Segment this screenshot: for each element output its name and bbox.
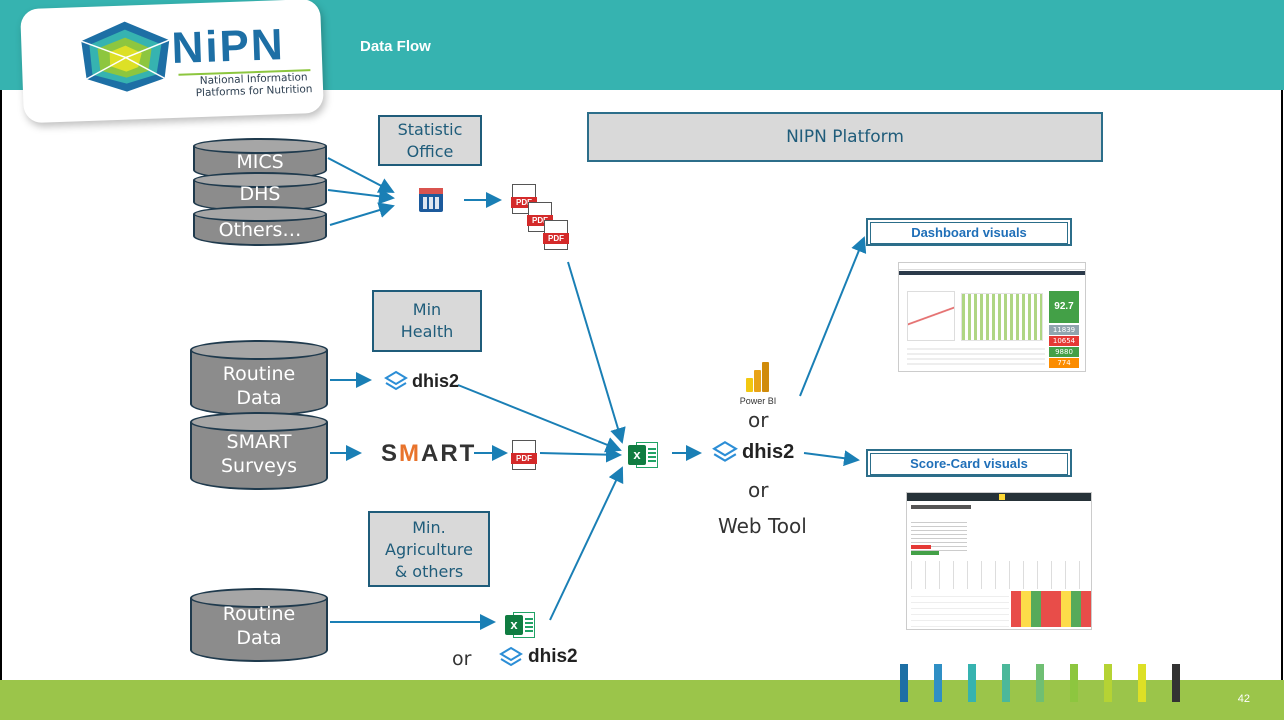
stripe-3	[968, 664, 976, 702]
dashboard-visuals-box: Dashboard visuals	[866, 218, 1072, 246]
stripe-2	[934, 664, 942, 702]
stripe-7	[1104, 664, 1112, 702]
smart-logo: SMART	[381, 440, 477, 467]
nipn-logo: NiPN National Information Platforms for …	[20, 0, 324, 124]
dhis2-icon	[499, 646, 523, 667]
db-mics-label: MICS	[236, 151, 284, 173]
box-statistic-office: Statistic Office	[378, 115, 482, 166]
powerbi-icon: Power BI	[735, 354, 781, 406]
db-others-label: Others…	[218, 219, 302, 241]
web-tool-label: Web Tool	[718, 514, 807, 538]
or-label-1: or	[748, 408, 769, 432]
arrow-agri-excel	[549, 466, 624, 621]
arrow-pdf-excel-2	[539, 446, 622, 463]
arrow-dhis2-excel	[457, 384, 622, 453]
pdf-icon-smart: PDF	[511, 440, 537, 470]
dhis2-logo-platform: dhis2	[712, 440, 794, 464]
dashboard-value-4: 774	[1049, 358, 1079, 368]
stripe-8	[1138, 664, 1146, 702]
or-label-2: or	[748, 478, 769, 502]
db-routine-data-agriculture: Routine Data	[190, 588, 328, 662]
stripe-6	[1070, 664, 1078, 702]
db-dhs-label: DHS	[239, 183, 281, 205]
scorecard-thumbnail	[906, 492, 1092, 630]
db-routine2-label: Routine Data	[222, 603, 296, 649]
db-smart-label: SMART Surveys	[221, 431, 297, 477]
arrow-pdf-excel	[567, 261, 626, 444]
dhis2-text: dhis2	[742, 440, 795, 463]
scorecard-visuals-box: Score-Card visuals	[866, 449, 1072, 477]
slide-title: Data Flow	[360, 38, 431, 55]
arrow-dhis2-scorecard	[803, 450, 860, 467]
arrow-others-stata	[329, 202, 395, 226]
dhis2-text: dhis2	[412, 370, 460, 391]
db-routine-data-health: Routine Data	[190, 340, 328, 416]
dashboard-value-1: 11839	[1049, 325, 1079, 335]
db-others: Others…	[193, 206, 327, 246]
stripe-5	[1036, 664, 1044, 702]
or-label-bottom: or	[452, 648, 472, 670]
arrow-dhs-stata	[327, 188, 395, 205]
db-smart-surveys: SMART Surveys	[190, 412, 328, 490]
dashboard-value-3: 9880	[1049, 347, 1079, 357]
dashboard-thumbnail: 92.7 11839 10654 9880 774	[898, 262, 1086, 372]
dashboard-kpi: 92.7	[1049, 291, 1079, 323]
db-routine-label: Routine Data	[222, 363, 296, 409]
excel-icon-central: x	[628, 440, 658, 470]
dhis2-text: dhis2	[528, 646, 578, 667]
stripe-1	[900, 664, 908, 702]
dhis2-logo-health: dhis2	[384, 370, 459, 392]
stata-icon	[419, 188, 443, 212]
box-min-agriculture: Min. Agriculture & others	[368, 511, 490, 587]
box-min-health: Min Health	[372, 290, 482, 352]
footer-bar	[0, 680, 1284, 720]
right-frame-line	[1281, 90, 1283, 680]
dhis2-logo-agriculture: dhis2	[498, 646, 578, 668]
nipn-logo-mark-icon	[80, 21, 170, 92]
pdf-icon-3: PDF	[543, 220, 569, 250]
db-dhs: DHS	[193, 172, 327, 212]
stripe-9	[1172, 664, 1180, 702]
arrow-powerbi-dashboard	[799, 236, 867, 397]
dashboard-value-2: 10654	[1049, 336, 1079, 346]
nipn-platform-box: NIPN Platform	[587, 112, 1103, 162]
slide-number: 42	[1237, 693, 1250, 705]
stripe-4	[1002, 664, 1010, 702]
arrow-mics-stata	[327, 157, 395, 193]
powerbi-label: Power BI	[739, 396, 777, 406]
dhis2-icon	[712, 440, 738, 462]
excel-icon-agriculture: x	[505, 610, 535, 640]
dhis2-icon	[384, 370, 408, 391]
left-frame-line	[0, 90, 2, 680]
